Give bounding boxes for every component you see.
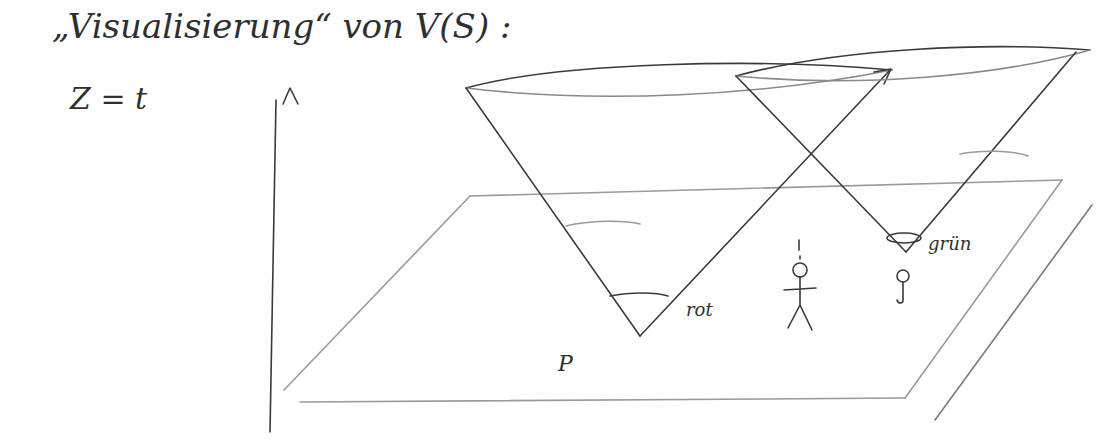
point-label: P [558, 352, 573, 376]
cone-section [566, 221, 640, 226]
cone-rim [736, 50, 1090, 81]
cone-label: rot [686, 300, 713, 320]
cone-rim [736, 47, 1090, 76]
axis-arrowhead [283, 88, 298, 104]
observer-body [784, 240, 816, 330]
observer-head [793, 263, 807, 277]
cone-arrowhead [874, 69, 891, 84]
cone-section [960, 151, 1028, 156]
plane-edge [300, 398, 905, 402]
cone-side [906, 52, 1076, 252]
cone-rim [466, 70, 892, 96]
cone-side [640, 70, 890, 336]
time-axis [270, 100, 276, 432]
cone-side [736, 76, 906, 252]
cone-section [887, 233, 921, 243]
plane-edge [470, 180, 1062, 196]
cone-section [610, 293, 668, 296]
point-marker [897, 270, 909, 282]
cone-label: grün [928, 234, 971, 254]
plane-edge [284, 196, 470, 390]
plane-edge [905, 180, 1062, 398]
title-text: „Visualisierung“ von V(S) : [52, 8, 511, 45]
cone-rim [466, 64, 892, 88]
point-marker [897, 282, 903, 303]
axis-label: Z = t [70, 82, 147, 115]
cone-side [466, 88, 640, 336]
